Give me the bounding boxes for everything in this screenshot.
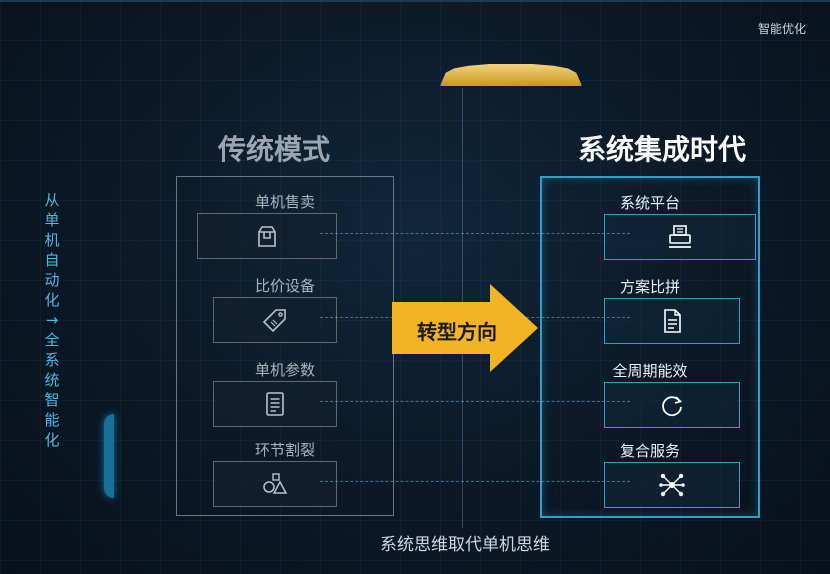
left-item-label: 单机参数 (254, 361, 315, 379)
price-tag-icon (262, 309, 286, 333)
arrow-label: 转型方向 (417, 320, 497, 344)
traditional-mode-panel: 单机售卖 比价设备 单机参数 环节割裂 (176, 176, 394, 516)
printer-platform-icon (669, 225, 691, 248)
footer-caption: 系统思维取代单机思维 (380, 535, 550, 555)
transition-arrow (392, 284, 538, 372)
left-item-box[interactable] (213, 297, 337, 343)
right-item-label: 全周期能效 (612, 362, 688, 380)
left-item-box[interactable] (213, 381, 337, 427)
shop-icon (258, 226, 276, 247)
left-item-label: 单机售卖 (254, 193, 315, 211)
right-item-label: 系统平台 (619, 194, 680, 212)
left-item-label: 比价设备 (254, 277, 315, 295)
right-item-box[interactable] (604, 298, 740, 344)
list-document-icon (266, 392, 284, 416)
connector-line (320, 481, 630, 482)
right-title: 系统集成时代 (578, 133, 747, 166)
top-border (0, 0, 830, 2)
left-item-box[interactable] (197, 213, 337, 259)
left-item-label: 环节割裂 (254, 441, 315, 459)
right-item-box[interactable] (604, 214, 756, 260)
left-title: 传统模式 (218, 133, 331, 166)
shapes-icon (263, 473, 288, 494)
right-item-box[interactable] (604, 462, 740, 508)
corner-label: 智能优化 (757, 22, 806, 36)
system-integration-panel: 系统平台 方案比拼 全周期能效 复合服务 (540, 176, 760, 518)
left-item-box[interactable] (213, 461, 337, 507)
connector-line (320, 401, 630, 402)
network-icon (659, 473, 685, 497)
right-item-label: 复合服务 (619, 442, 680, 460)
gold-badge (440, 64, 582, 86)
connector-line (320, 233, 630, 234)
side-tab-handle[interactable] (104, 414, 114, 498)
document-icon (664, 309, 681, 333)
right-item-label: 方案比拼 (619, 278, 680, 296)
cycle-icon (662, 396, 683, 417)
right-item-box[interactable] (604, 382, 740, 428)
side-vertical-text: 从单机自动化→全系统智能化 (44, 191, 60, 449)
